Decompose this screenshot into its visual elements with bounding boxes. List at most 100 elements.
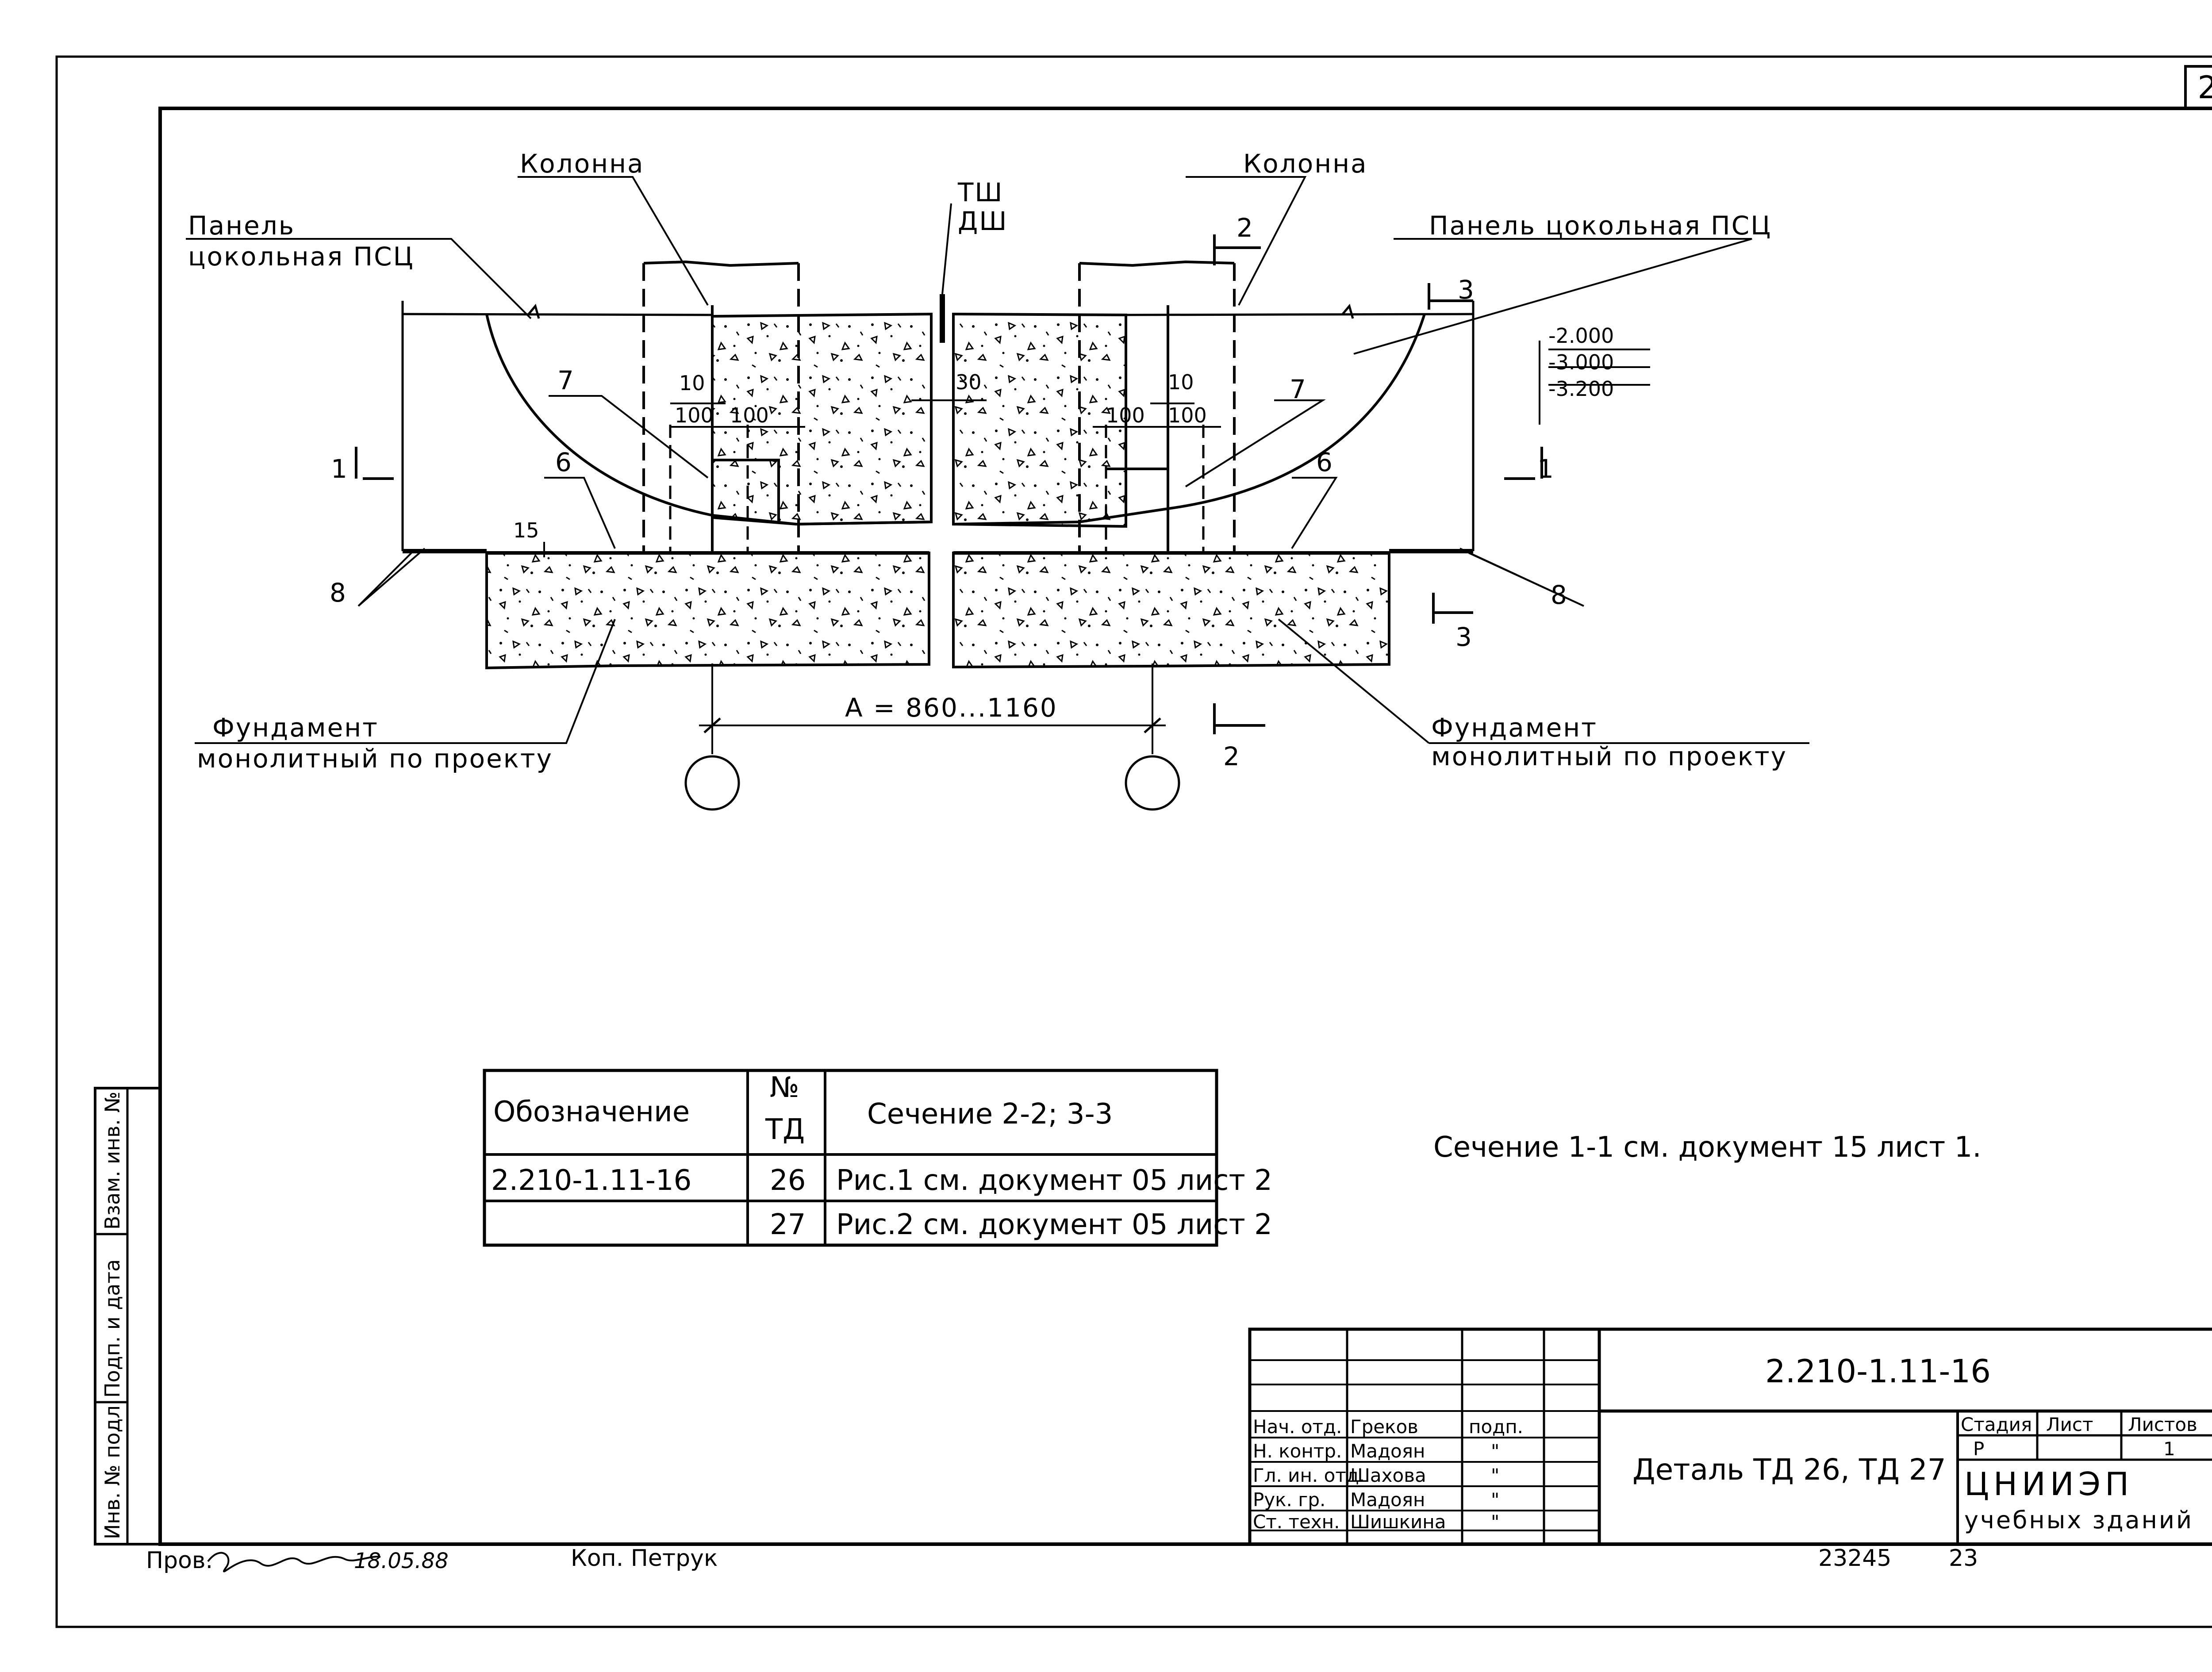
table-cell-td-26: 26: [770, 1164, 806, 1197]
side-stamp: Инв. № подл. Подп. и дата Взам. инв. №: [94, 1087, 161, 1545]
table-cell-ref-2: Рис.2 см. документ 05 лист 2: [836, 1208, 1272, 1241]
staff-sign-2: ": [1491, 1465, 1499, 1486]
section-3-top: 3: [1458, 275, 1475, 305]
stamp-sign-label: Подп. и дата: [100, 1259, 124, 1398]
leader-lines: [186, 176, 1809, 744]
note-section-1-1: Сечение 1-1 см. документ 15 лист 1.: [1433, 1131, 1982, 1164]
title-stage-label: Стадия: [1961, 1414, 2032, 1435]
title-org-1: ЦНИИЭП: [1964, 1465, 2133, 1503]
staff-sign-0: подп.: [1469, 1416, 1523, 1438]
section-1-right: 1: [1537, 454, 1555, 484]
title-name: Деталь ТД 26, ТД 27: [1632, 1453, 1946, 1487]
footer: Пров. 18.05.88 Коп. Петрук 23245 23: [146, 1545, 1978, 1574]
label-panel-left-2: цокольная ПСЦ: [188, 242, 415, 272]
section-3-bottom: 3: [1455, 622, 1473, 652]
joint-seal: [940, 203, 952, 343]
staff-name-0: Греков: [1350, 1416, 1418, 1438]
table-header-designation: Обозначение: [493, 1096, 690, 1128]
foundation-right: [952, 552, 1390, 669]
label-foundation-left-2: монолитный по проекту: [197, 744, 553, 774]
concrete-infill-right: [952, 312, 1127, 528]
section-1-left: 1: [331, 454, 349, 484]
column-right: [1078, 260, 1236, 553]
staff-sign-4: ": [1491, 1511, 1499, 1533]
label-panel-right: Панель цокольная ПСЦ: [1429, 211, 1772, 241]
section-2-bottom: 2: [1223, 741, 1241, 771]
table-header-section: Сечение 2-2; 3-3: [867, 1098, 1113, 1131]
elevation-2: -3.000: [1548, 350, 1614, 374]
callout-6-right: 6: [1316, 447, 1334, 477]
staff-role-3: Рук. гр.: [1253, 1489, 1325, 1511]
title-block: 2.210-1.11-16 Деталь ТД 26, ТД 27 Стадия…: [1248, 1327, 2212, 1546]
title-stage: Р: [1973, 1438, 1984, 1460]
callout-8-right: 8: [1551, 580, 1568, 610]
label-panel-left-1: Панель: [188, 211, 295, 241]
staff-role-4: Ст. техн.: [1253, 1511, 1340, 1533]
section-2-top: 2: [1237, 213, 1254, 243]
footer-copied: Коп. Петрук: [571, 1545, 718, 1572]
label-foundation-left-1: Фундамент: [212, 713, 379, 743]
staff-role-1: Н. контр.: [1253, 1440, 1342, 1462]
elevation-1: -2.000: [1548, 324, 1614, 348]
label-foundation-right-1: Фундамент: [1431, 713, 1598, 743]
label-column-right: Колонна: [1243, 149, 1368, 179]
dimension-lines: [543, 399, 1221, 557]
table-header-no: №: [770, 1071, 799, 1104]
staff-sign-1: ": [1491, 1440, 1499, 1462]
drawing-labels: Колонна Колонна Панель цокольная ПСЦ Пан…: [188, 149, 1787, 774]
sheet-number: 22: [2197, 69, 2212, 106]
label-column-left: Колонна: [520, 149, 645, 179]
label-tsh: ТШ: [957, 177, 1003, 207]
grout-layer: [403, 549, 1473, 555]
sheet-frame: 22: [55, 55, 2212, 1628]
title-org-2: учебных зданий: [1964, 1506, 2193, 1534]
title-sheets: 1: [2163, 1438, 2175, 1460]
dim-10-right: 10: [1168, 370, 1194, 394]
dim-10-left: 10: [679, 371, 705, 395]
axis-marks: [684, 663, 1180, 811]
callout-8-left: 8: [330, 578, 347, 608]
section-marks: [355, 234, 1543, 734]
staff-name-3: Мадоян: [1350, 1489, 1425, 1511]
signature-mark: [207, 1552, 381, 1572]
panel-left: [401, 301, 932, 551]
panel-right: [953, 301, 1475, 551]
title-sheets-label: Листов: [2128, 1414, 2197, 1435]
dim-100-right-b: 100: [1168, 403, 1207, 427]
staff-name-4: Шишкина: [1350, 1511, 1446, 1533]
dim-100-left-b: 100: [730, 403, 769, 427]
footer-checked: Пров.: [146, 1547, 213, 1574]
dim-15: 15: [513, 518, 539, 542]
table-cell-designation: 2.210-1.11-16: [491, 1164, 691, 1197]
title-sheet-label: Лист: [2046, 1414, 2093, 1435]
table-cell-ref-1: Рис.1 см. документ 05 лист 2: [836, 1164, 1272, 1197]
elevation-3: -3.200: [1548, 377, 1614, 401]
anchor-plates: [669, 425, 1205, 553]
table-cell-td-27: 27: [770, 1208, 806, 1241]
label-span: А = 860...1160: [845, 693, 1058, 723]
column-left: [642, 260, 800, 553]
staff-role-2: Гл. ин. отд.: [1253, 1465, 1365, 1486]
dim-100-left-a: 100: [675, 403, 714, 427]
dim-100-right-a: 100: [1106, 403, 1145, 427]
staff-name-2: Шахова: [1350, 1465, 1426, 1486]
stamp-replace-label: Взам. инв. №: [100, 1092, 124, 1230]
dim-30: 30: [956, 370, 982, 394]
staff-name-1: Мадоян: [1350, 1440, 1425, 1462]
staff-sign-3: ": [1491, 1489, 1499, 1511]
callout-7-right: 7: [1290, 374, 1307, 404]
foundation-left: [485, 552, 930, 670]
label-dsh: ДШ: [958, 206, 1008, 236]
stamp-inv-label: Инв. № подл.: [100, 1399, 124, 1539]
staff-role-0: Нач. отд.: [1253, 1416, 1342, 1438]
footer-inv: 23245: [1818, 1545, 1891, 1572]
label-foundation-right-2: монолитный по проекту: [1431, 741, 1787, 771]
callout-6-left: 6: [555, 447, 573, 477]
callout-7-left: 7: [557, 365, 575, 395]
footer-page: 23: [1949, 1545, 1978, 1572]
footer-date: 18.05.88: [354, 1549, 449, 1573]
title-code: 2.210-1.11-16: [1765, 1353, 1991, 1390]
reference-table: Обозначение № ТД Сечение 2-2; 3-3 2.210-…: [483, 1069, 1272, 1247]
table-header-td: ТД: [765, 1113, 805, 1146]
